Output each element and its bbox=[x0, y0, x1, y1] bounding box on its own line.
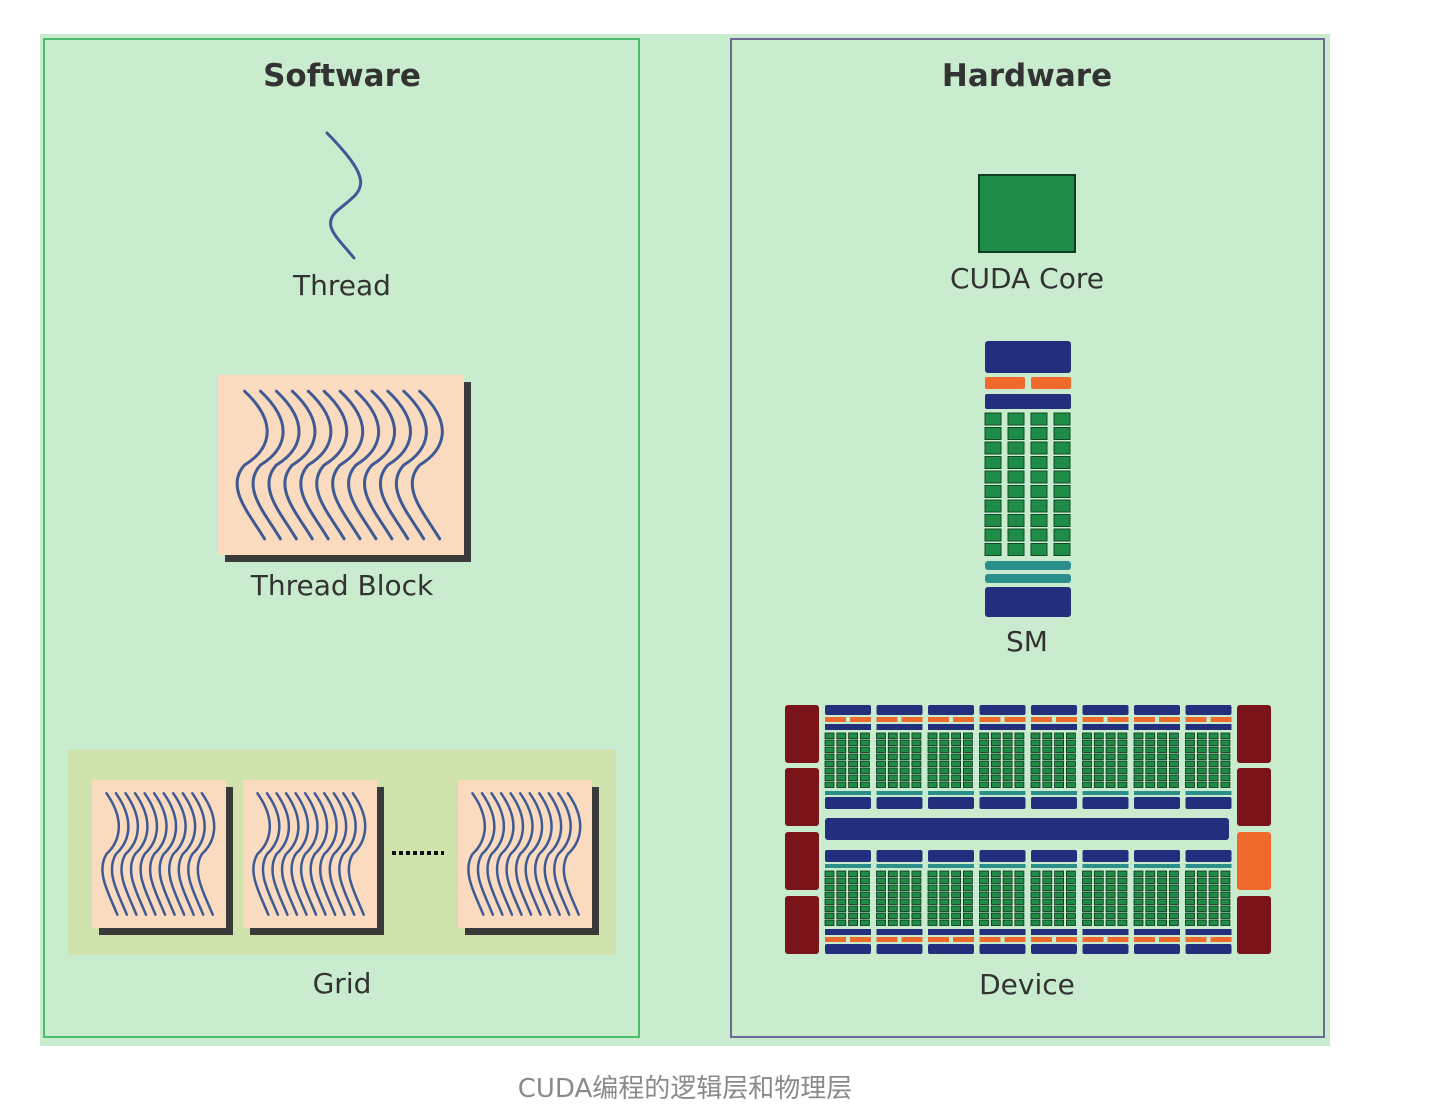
thread-block-label: Thread Block bbox=[250, 569, 434, 602]
sm-label: SM bbox=[1006, 625, 1048, 658]
hardware-title: Hardware bbox=[941, 58, 1113, 94]
device-label: Device bbox=[979, 968, 1075, 1001]
software-panel bbox=[43, 38, 640, 1038]
hardware-panel bbox=[730, 38, 1325, 1038]
thread-label: Thread bbox=[293, 269, 391, 302]
figure-caption: CUDA编程的逻辑层和物理层 bbox=[517, 1074, 853, 1104]
grid-label: Grid bbox=[312, 967, 372, 1000]
cuda-core-label: CUDA Core bbox=[950, 262, 1104, 295]
software-title: Software bbox=[263, 58, 421, 94]
